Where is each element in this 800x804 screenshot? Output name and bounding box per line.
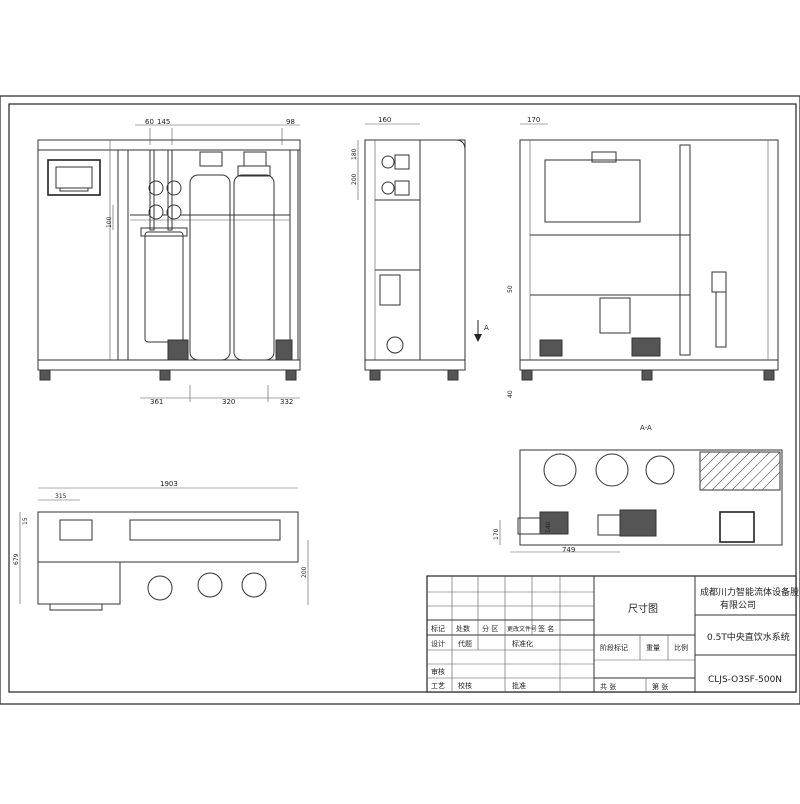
caster xyxy=(521,369,533,381)
label-sign: 签 名 xyxy=(538,624,554,633)
dim-180: 180 xyxy=(351,148,358,160)
dim-40: 40 xyxy=(507,390,514,398)
label-sheet-no: 第 张 xyxy=(652,682,668,691)
plan-view: 1903 315 15 679 200 xyxy=(13,480,309,611)
title-block[interactable]: 标记 处数 分 区 更改文件号 签 名 设计 代题 标准化 审核 工艺 校核 批… xyxy=(426,575,800,693)
dim-50: 50 xyxy=(507,285,514,293)
company-line-1: 成都川力智能流体设备股份 xyxy=(700,586,800,598)
dim-170-section: 170 xyxy=(493,528,500,540)
label-mark: 标记 xyxy=(431,624,445,633)
drawing-code: CLJS-O3SF-500N xyxy=(708,675,782,685)
dim-361: 361 xyxy=(150,398,163,406)
product-name: 0.5T中央直饮水系统 xyxy=(707,631,790,643)
dim-140: 140 xyxy=(545,521,552,533)
label-check: 校核 xyxy=(458,681,472,690)
dim-60: 60 xyxy=(145,118,154,126)
filter-vessel-1 xyxy=(189,174,231,361)
label-standardize: 标准化 xyxy=(512,639,533,648)
caster xyxy=(285,369,297,381)
dim-100: 100 xyxy=(106,216,113,228)
dim-145: 145 xyxy=(157,118,170,126)
front-view: 60 145 98 100 361 320 332 xyxy=(37,118,301,406)
caster xyxy=(447,369,459,381)
section-arrow-label: A xyxy=(484,324,489,332)
dim-160: 160 xyxy=(378,116,391,124)
cartridge-filter xyxy=(144,231,184,343)
rear-view: 170 50 40 A-A xyxy=(507,116,779,432)
section-caption: A-A xyxy=(640,424,652,432)
filter-vessel-2 xyxy=(233,174,275,361)
dim-332: 332 xyxy=(280,398,293,406)
label-scale: 比例 xyxy=(674,643,688,652)
caster xyxy=(159,369,171,381)
outer-border xyxy=(0,95,800,705)
dim-320: 320 xyxy=(222,398,235,406)
dim-15: 15 xyxy=(22,517,29,525)
label-process: 工艺 xyxy=(431,682,445,690)
dim-315: 315 xyxy=(55,493,67,500)
dim-1903: 1903 xyxy=(160,480,178,488)
side-view: 160 180 200 A xyxy=(351,116,489,381)
caster xyxy=(39,369,51,381)
label-review: 审核 xyxy=(431,667,445,676)
touch-screen-panel xyxy=(47,159,101,196)
dim-170: 170 xyxy=(527,116,540,124)
label-zone: 分 区 xyxy=(482,624,498,633)
dim-679: 679 xyxy=(13,553,20,565)
caster xyxy=(641,369,653,381)
label-change-doc: 更改文件号 xyxy=(507,625,537,633)
label-design: 设计 xyxy=(431,639,445,648)
inner-border xyxy=(8,103,797,693)
dim-749: 749 xyxy=(562,546,575,554)
company-line-2: 有限公司 xyxy=(720,599,756,611)
caster xyxy=(763,369,775,381)
label-total-sheets: 共 张 xyxy=(600,682,616,691)
section-view: 170 140 749 xyxy=(493,449,783,554)
label-approve: 批准 xyxy=(512,681,526,690)
dim-200-plan: 200 xyxy=(301,566,308,578)
label-weight: 重量 xyxy=(646,644,660,652)
caster xyxy=(369,369,381,381)
drawing-name: 尺寸图 xyxy=(628,602,658,615)
designer-name: 代题 xyxy=(458,639,472,648)
label-stage-mark: 阶段标记 xyxy=(600,643,628,652)
label-count: 处数 xyxy=(456,624,470,633)
dim-98: 98 xyxy=(286,118,295,126)
dim-200: 200 xyxy=(351,173,358,185)
